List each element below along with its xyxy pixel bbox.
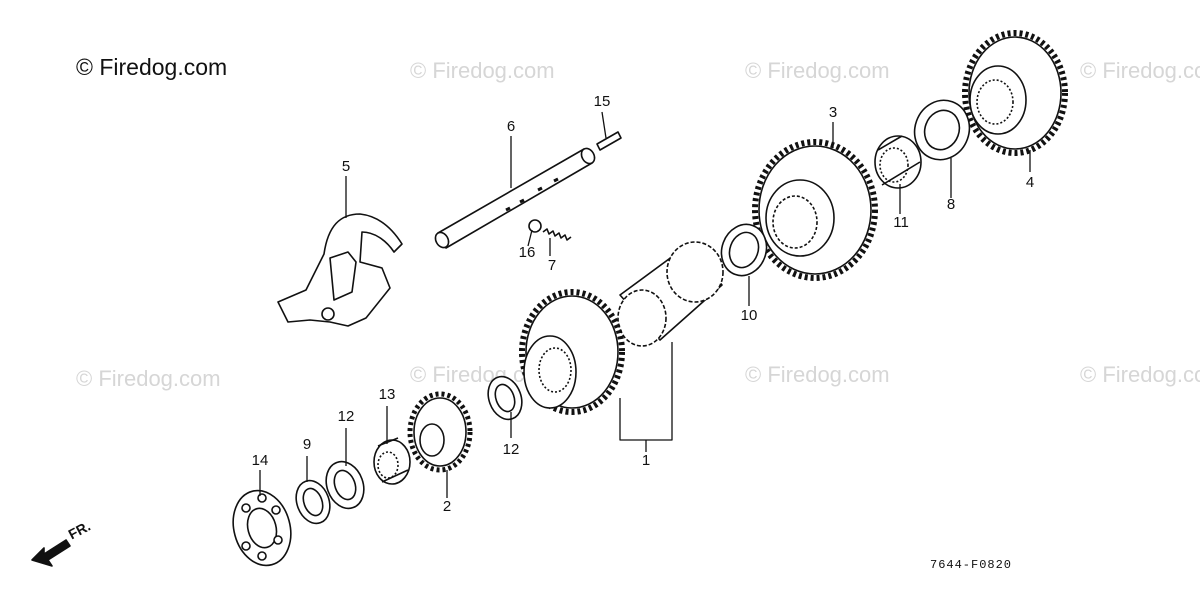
watermark-text: © Firedog.com bbox=[1080, 58, 1200, 83]
copyright-text: © Firedog.com bbox=[76, 54, 228, 80]
ball-part bbox=[528, 219, 542, 233]
callout-2: 2 bbox=[442, 498, 452, 515]
pin-part bbox=[596, 131, 622, 151]
gear-3-part bbox=[752, 139, 878, 281]
spring-part bbox=[542, 228, 572, 241]
needle-bearing-12-part bbox=[487, 375, 523, 421]
needle-bearing-12b-part bbox=[325, 460, 365, 510]
callout-12: 12 bbox=[337, 408, 355, 425]
diagram-code: 7644-F0820 bbox=[930, 558, 1013, 572]
callout-8: 8 bbox=[946, 196, 956, 213]
callout-15: 15 bbox=[593, 93, 611, 110]
watermark-text: © Firedog.com bbox=[745, 362, 890, 387]
callout-4: 4 bbox=[1025, 174, 1035, 191]
callout-10: 10 bbox=[740, 307, 758, 324]
watermark-text: © Firedog.com bbox=[76, 366, 221, 391]
callout-1: 1 bbox=[641, 452, 651, 469]
watermark-text: © Firedog.com bbox=[1080, 362, 1200, 387]
callout-6: 6 bbox=[506, 118, 516, 135]
washer-9-part bbox=[295, 479, 331, 525]
gear-4-part bbox=[962, 30, 1068, 156]
gear-1-part bbox=[519, 289, 625, 415]
callout-16: 16 bbox=[518, 244, 536, 261]
callout-9: 9 bbox=[302, 436, 312, 453]
ball-bearing-14-part bbox=[232, 489, 292, 567]
gear-2-part bbox=[407, 391, 473, 473]
watermark-text: © Firedog.com bbox=[745, 58, 890, 83]
shift-shaft-part bbox=[434, 147, 596, 249]
washer-8-part bbox=[913, 99, 971, 161]
washer-10-part bbox=[720, 223, 768, 277]
callout-3: 3 bbox=[828, 104, 838, 121]
callout-7: 7 bbox=[547, 257, 557, 274]
shift-fork-part bbox=[277, 213, 403, 327]
splined-collar-part bbox=[617, 241, 724, 347]
callout-11: 11 bbox=[893, 214, 909, 231]
callout-13: 13 bbox=[378, 386, 396, 403]
callout-14: 14 bbox=[251, 452, 269, 469]
callout-5: 5 bbox=[341, 158, 351, 175]
leader-lines bbox=[259, 111, 1031, 498]
needle-bearing-13-part bbox=[373, 437, 411, 485]
watermark-text: © Firedog.com bbox=[410, 58, 555, 83]
needle-bearing-11-part bbox=[874, 135, 922, 189]
front-arrow-icon bbox=[31, 539, 71, 567]
callout-12-upper: 12 bbox=[502, 441, 520, 458]
